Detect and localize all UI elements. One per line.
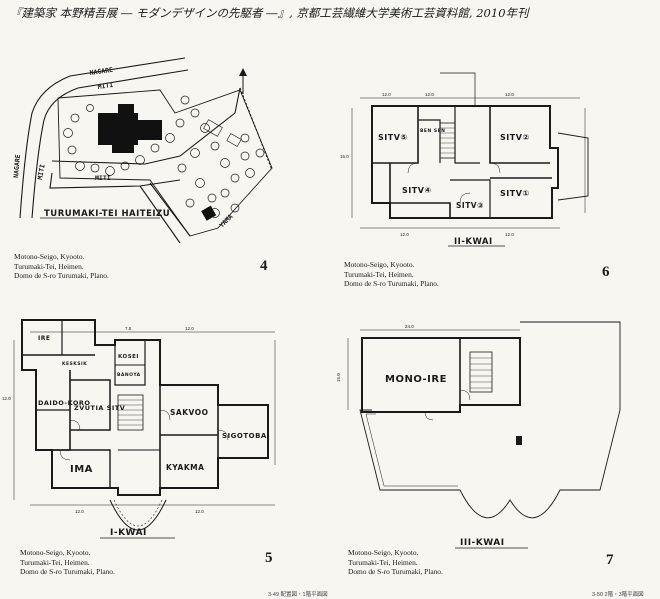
room-label: DAIDO-KORO xyxy=(38,399,90,407)
svg-text:12.0: 12.0 xyxy=(425,92,434,97)
figure-number: 7 xyxy=(606,552,614,568)
book-citation-header: 『建築家 本野精吾展 ― モダンデザインの先駆者 ―』, 京都工芸繊維大学美術工… xyxy=(10,6,529,20)
room-label: IMA xyxy=(70,464,93,475)
panel-second-floor: 12.0 12.0 12.0 15.0 12.0 12.0 SITV⑤ SITV… xyxy=(330,28,660,300)
room-label: SITV③ xyxy=(456,201,484,210)
plan-title: III-KWAI xyxy=(460,538,505,548)
svg-text:12.0: 12.0 xyxy=(75,509,84,514)
svg-text:12.0: 12.0 xyxy=(505,92,514,97)
figure-caption: Motono-Seigo, Kyooto. Turumaki-Tei, Heim… xyxy=(14,252,109,281)
third-floor-drawing: 24.0 15.0 MONO-IRE III-KWAI xyxy=(336,321,621,549)
room-label: KESKSIK xyxy=(62,361,87,367)
road-label: NAGARE xyxy=(89,66,113,77)
road-label: YAMA xyxy=(218,213,235,230)
room-label: SAKVOO xyxy=(170,408,208,417)
north-arrow-icon xyxy=(239,68,247,94)
panel-ground-floor: 7.8 12.0 12.0 12.0 12.0 IRE KOSEI DAIDO-… xyxy=(0,300,330,599)
road-label: MITI xyxy=(95,174,111,182)
svg-text:15.0: 15.0 xyxy=(336,373,341,382)
figure-number: 5 xyxy=(265,550,273,566)
figure-caption: Motono-Seigo, Kyooto. Turumaki-Tei, Heim… xyxy=(344,260,439,289)
svg-text:12.0: 12.0 xyxy=(400,232,409,237)
svg-text:12.0: 12.0 xyxy=(505,232,514,237)
road-label: MITI xyxy=(97,81,114,91)
room-label: BEN SEN xyxy=(420,128,445,134)
plan-title: TURUMAKI-TEI HAITEIZU xyxy=(44,209,170,219)
page-reference: 3-50 2階・3階平面図 xyxy=(592,592,644,598)
panel-third-floor: 24.0 15.0 MONO-IRE III-KWAI Motono-Seigo… xyxy=(330,300,660,599)
tree-symbols xyxy=(63,95,265,218)
figure-number: 6 xyxy=(602,264,610,280)
room-label: SIGOTOBA xyxy=(222,432,267,440)
roof-fixture xyxy=(516,436,522,445)
room-label: IRE xyxy=(38,335,50,342)
second-floor-drawing: 12.0 12.0 12.0 15.0 12.0 12.0 SITV⑤ SITV… xyxy=(340,72,589,247)
room-label: BANOYA xyxy=(117,372,141,378)
panel-site-plan: NAGARE MITI NAGARE MITI MITI YAMA TURUMA… xyxy=(0,28,330,300)
plan-title: II-KWAI xyxy=(454,237,493,247)
figure-caption: Motono-Seigo, Kyooto. Turumaki-Tei, Heim… xyxy=(348,548,443,577)
figure-caption: Motono-Seigo, Kyooto. Turumaki-Tei, Heim… xyxy=(20,548,115,577)
outbuilding xyxy=(201,205,217,221)
road-label: MITI xyxy=(36,163,47,180)
svg-text:12.0: 12.0 xyxy=(185,326,194,331)
room-label: SITV① xyxy=(500,189,530,198)
svg-text:12.0: 12.0 xyxy=(195,509,204,514)
svg-text:7.8: 7.8 xyxy=(125,326,132,331)
room-label: KOSEI xyxy=(118,354,139,360)
ground-floor-drawing: 7.8 12.0 12.0 12.0 12.0 IRE KOSEI DAIDO-… xyxy=(2,319,276,539)
house-footprint xyxy=(98,104,162,153)
svg-text:24.0: 24.0 xyxy=(405,324,414,329)
site-plan-drawing: NAGARE MITI NAGARE MITI MITI YAMA TURUMA… xyxy=(12,57,273,244)
svg-text:12.0: 12.0 xyxy=(382,92,391,97)
room-label: ZVUTIA SITV xyxy=(74,404,125,412)
plan-title: I-KWAI xyxy=(110,528,147,538)
svg-text:12.0: 12.0 xyxy=(2,396,11,401)
room-label: SITV⑤ xyxy=(378,133,408,142)
room-label: SITV④ xyxy=(402,186,432,195)
road-label: NAGARE xyxy=(12,154,22,178)
figure-number: 4 xyxy=(260,258,268,274)
room-label: SITV② xyxy=(500,133,530,142)
page-reference: 3-49 配置図・1階平面図 xyxy=(268,592,328,598)
svg-text:15.0: 15.0 xyxy=(340,154,349,159)
room-label: MONO-IRE xyxy=(385,374,447,385)
room-label: KYAKMA xyxy=(166,463,204,472)
